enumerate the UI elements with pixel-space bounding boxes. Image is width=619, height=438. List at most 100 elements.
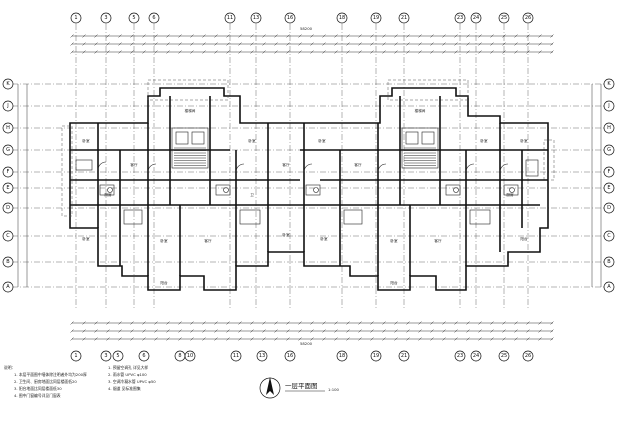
axis-bubble: C xyxy=(2,230,14,242)
axis-bubble: 23 xyxy=(454,12,466,24)
side-dimension-lines xyxy=(17,84,602,287)
axis-bubble: 24 xyxy=(470,350,482,362)
axis-label: 24 xyxy=(473,15,479,21)
axis-label: 13 xyxy=(253,15,259,21)
axis-bubble: H xyxy=(603,122,615,134)
axis-label: 23 xyxy=(457,15,463,21)
top-total-dimension: 58200 xyxy=(300,26,313,31)
axis-bubble: A xyxy=(603,281,615,293)
room-label: 楼梯间 xyxy=(185,108,196,113)
axis-label: 21 xyxy=(401,15,407,21)
note-line: 4. 烟道 见标准图集 xyxy=(108,386,141,391)
axis-label: 26 xyxy=(525,353,531,359)
axis-label: J xyxy=(607,103,609,109)
axis-bubble: E xyxy=(2,182,14,194)
room-label: 卧室 xyxy=(82,236,90,241)
axis-bubble: 3 xyxy=(100,12,112,24)
axis-label: 21 xyxy=(401,353,407,359)
note-line: 2. 雨水管 UPVC φ100 xyxy=(108,372,147,377)
axis-bubble: J xyxy=(2,100,14,112)
axis-label: 6 xyxy=(142,353,145,359)
room-label: 卧室 xyxy=(520,138,528,143)
axis-label: H xyxy=(6,125,10,131)
axis-label: 8 xyxy=(178,353,181,359)
axis-label: D xyxy=(6,205,10,211)
axis-label: 10 xyxy=(187,353,193,359)
room-label: 客厅 xyxy=(282,162,290,167)
axis-bubble: 3 xyxy=(100,350,112,362)
axis-bubble: 24 xyxy=(470,12,482,24)
axis-bubble: 6 xyxy=(138,350,150,362)
axis-label: 26 xyxy=(525,15,531,21)
axis-bubble: 26 xyxy=(522,12,534,24)
axis-label: 23 xyxy=(457,353,463,359)
room-label: 阳台 xyxy=(520,236,528,241)
axis-bubble: 11 xyxy=(230,350,242,362)
axis-label: 18 xyxy=(339,15,345,21)
axis-label: 3 xyxy=(104,15,107,21)
room-label: 卫 xyxy=(250,193,254,197)
fixtures xyxy=(75,159,539,225)
axis-label: F xyxy=(608,169,611,175)
axis-bubble: 25 xyxy=(498,350,510,362)
room-label: 厨房 xyxy=(506,192,514,197)
drawing-title: 一层平面图 xyxy=(285,382,318,390)
axis-label: 16 xyxy=(287,353,293,359)
axis-bubble: 18 xyxy=(336,350,348,362)
axis-grid-lines xyxy=(12,24,608,341)
stair-cores xyxy=(171,127,439,169)
axis-label: 13 xyxy=(259,353,265,359)
axis-label: 5 xyxy=(116,353,119,359)
axis-bubble: A xyxy=(2,281,14,293)
axis-label: 3 xyxy=(104,353,107,359)
note-line: 说明： xyxy=(4,365,15,370)
drawing-scale: 1:100 xyxy=(328,387,340,392)
axis-label: K xyxy=(607,81,611,87)
axis-bubble: 13 xyxy=(256,350,268,362)
interior-walls xyxy=(70,96,548,276)
note-line: 4. 图中门窗编号详见门窗表 xyxy=(14,393,61,398)
note-line: 1. 本层平面图中墙体除注明者外均为200厚 xyxy=(14,372,87,377)
room-labels: 卧室 客厅 厨房 卧室 卧室 客厅 楼梯间 卧室 客厅 卫 卧室 卧室 客厅 卧… xyxy=(82,108,528,285)
axis-bubble: 23 xyxy=(454,350,466,362)
axis-bubble: H xyxy=(2,122,14,134)
room-label: 厨房 xyxy=(104,192,112,197)
axis-bubble: 13 xyxy=(250,12,262,24)
room-label: 楼梯间 xyxy=(415,108,426,113)
room-label: 卧室 xyxy=(318,138,326,143)
bottom-dimension-lines xyxy=(72,322,553,340)
axis-label: D xyxy=(607,205,611,211)
axis-label: 24 xyxy=(473,353,479,359)
axis-bubble: B xyxy=(2,256,14,268)
room-label: 卧室 xyxy=(282,232,290,237)
room-label: 卧室 xyxy=(82,138,90,143)
axis-bubble: K xyxy=(603,78,615,90)
axis-bubble: G xyxy=(2,144,14,156)
axis-label: 25 xyxy=(501,15,507,21)
axis-label: G xyxy=(6,147,10,153)
room-label: 卧室 xyxy=(248,138,256,143)
axis-bubble: F xyxy=(603,166,615,178)
axis-label: 16 xyxy=(287,15,293,21)
axis-bubble: 6 xyxy=(148,12,160,24)
axis-bubble: 19 xyxy=(370,350,382,362)
axis-label: C xyxy=(607,233,611,239)
axis-bubble: 18 xyxy=(336,12,348,24)
axis-label: 25 xyxy=(501,353,507,359)
axis-label: 19 xyxy=(373,353,379,359)
note-line: 1. 预留空调孔 详见大样 xyxy=(108,365,148,370)
top-dimension-lines xyxy=(72,35,553,53)
axis-bubble: 8 xyxy=(174,350,186,362)
axis-label: A xyxy=(6,284,10,290)
axis-label: 11 xyxy=(233,353,239,359)
axis-label: 19 xyxy=(373,15,379,21)
axis-bubble: 25 xyxy=(498,12,510,24)
axis-bubble: 16 xyxy=(284,12,296,24)
axis-bubble: K xyxy=(2,78,14,90)
axis-bubble: J xyxy=(603,100,615,112)
